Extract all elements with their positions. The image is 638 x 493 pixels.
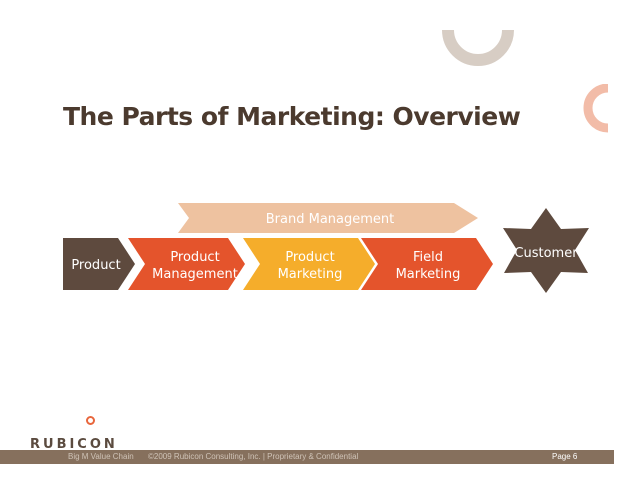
product-management-label-line1: Product bbox=[170, 250, 219, 265]
product-marketing-arrow bbox=[243, 238, 375, 290]
customer-star bbox=[503, 208, 589, 293]
product-management-arrow bbox=[128, 238, 245, 290]
field-marketing-label-line2: Marketing bbox=[396, 267, 461, 282]
field-marketing-label-line1: Field bbox=[413, 250, 443, 265]
footer-copyright: ©2009 Rubicon Consulting, Inc. | Proprie… bbox=[148, 452, 359, 461]
decorative-arc-right bbox=[583, 84, 609, 133]
field-marketing-arrow bbox=[361, 238, 493, 290]
product-arrow bbox=[63, 238, 135, 290]
decorative-arc-top bbox=[442, 29, 514, 66]
product-marketing-label-line1: Product bbox=[285, 250, 334, 265]
product-marketing-label-line2: Marketing bbox=[278, 267, 343, 282]
slide-title: The Parts of Marketing: Overview bbox=[63, 102, 521, 131]
customer-label: Customer bbox=[514, 246, 578, 261]
footer-bar bbox=[0, 450, 614, 464]
footer-section-name: Big M Value Chain bbox=[68, 452, 134, 461]
brand-management-label: Brand Management bbox=[266, 212, 395, 227]
footer-page-number: Page 6 bbox=[552, 452, 578, 461]
company-logo: RUBICON bbox=[30, 437, 118, 452]
product-management-label-line2: Management bbox=[152, 267, 238, 282]
logo-dot-icon bbox=[86, 416, 95, 425]
product-label: Product bbox=[71, 258, 120, 273]
brand-management-arrow bbox=[178, 203, 478, 233]
